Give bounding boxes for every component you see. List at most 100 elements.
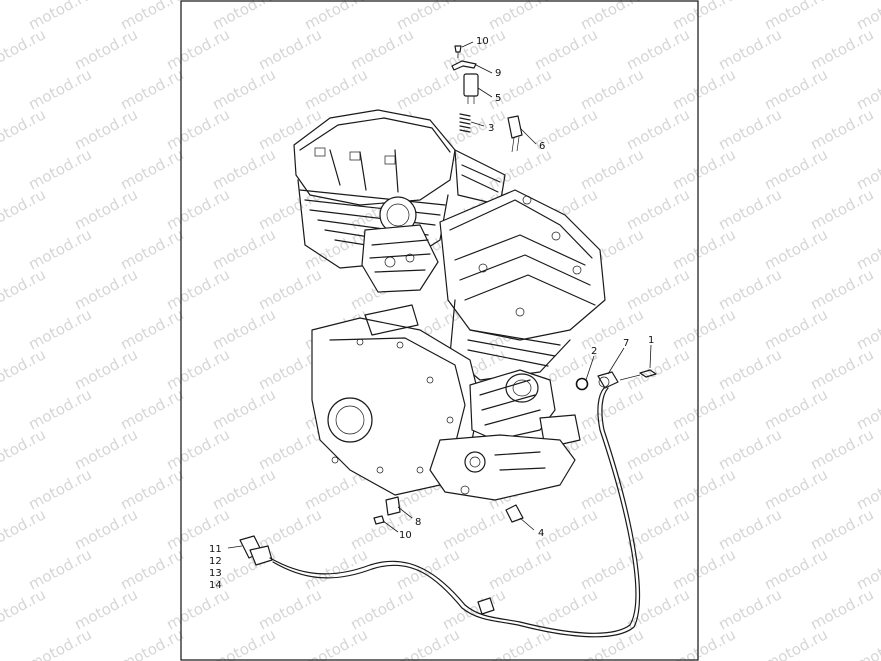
watermark-text: motod.ru: [301, 545, 370, 593]
watermark-text: motod.ru: [669, 145, 738, 193]
watermark-text: motod.ru: [761, 545, 830, 593]
watermark-text: motod.ru: [0, 425, 49, 473]
watermark-text: motod.ru: [0, 345, 49, 393]
watermark-text: motod.ru: [669, 225, 738, 273]
watermark-text: motod.ru: [807, 585, 876, 633]
watermark-text: motod.ru: [71, 265, 140, 313]
watermark-text: motod.ru: [301, 625, 370, 661]
watermark-text: motod.ru: [117, 145, 186, 193]
watermark-text: motod.ru: [71, 105, 140, 153]
watermark-text: motod.ru: [715, 265, 784, 313]
watermark-text: motod.ru: [853, 625, 881, 661]
watermark-text: motod.ru: [531, 25, 600, 73]
watermark-text: motod.ru: [25, 385, 94, 433]
watermark-text: motod.ru: [163, 345, 232, 393]
watermark-text: motod.ru: [761, 145, 830, 193]
callout-labels: 10 9 5 3 6 2 7 1 8 10 4 11 12 13 14: [209, 36, 654, 591]
callout-4: 4: [538, 528, 544, 539]
watermark-text: motod.ru: [807, 25, 876, 73]
watermark-text: motod.ru: [669, 385, 738, 433]
watermark-text: motod.ru: [623, 185, 692, 233]
watermark-text: motod.ru: [163, 425, 232, 473]
watermark-text: motod.ru: [807, 185, 876, 233]
watermark-text: motod.ru: [71, 505, 140, 553]
watermark-text: motod.ru: [71, 585, 140, 633]
watermark-text: motod.ru: [209, 465, 278, 513]
watermark-text: motod.ru: [0, 65, 3, 113]
watermark-text: motod.ru: [669, 545, 738, 593]
watermark-text: motod.ru: [209, 145, 278, 193]
watermark-text: motod.ru: [163, 105, 232, 153]
watermark-text: motod.ru: [117, 225, 186, 273]
watermark-text: motod.ru: [0, 145, 3, 193]
watermark-text: motod.ru: [807, 425, 876, 473]
watermark-text: motod.ru: [0, 185, 49, 233]
watermark-text: motod.ru: [485, 545, 554, 593]
watermark-text: motod.ru: [0, 225, 3, 273]
watermark-text: motod.ru: [669, 65, 738, 113]
watermark-text: motod.ru: [25, 305, 94, 353]
engine-drawing: [293, 109, 606, 501]
watermark-text: motod.ru: [623, 25, 692, 73]
callout-8: 8: [415, 517, 421, 528]
watermark-text: motod.ru: [71, 345, 140, 393]
watermark-text: motod.ru: [0, 105, 49, 153]
watermark-text: motod.ru: [807, 345, 876, 393]
watermark-text: motod.ru: [807, 105, 876, 153]
watermark-text: motod.ru: [623, 105, 692, 153]
watermark-text: motod.ru: [71, 425, 140, 473]
watermark-text: motod.ru: [25, 65, 94, 113]
watermark-text: motod.ru: [623, 345, 692, 393]
watermark-text: motod.ru: [25, 145, 94, 193]
callout-13: 13: [209, 568, 222, 579]
watermark-text: motod.ru: [623, 265, 692, 313]
watermark-text: motod.ru: [255, 585, 324, 633]
watermark-text: motod.ru: [577, 145, 646, 193]
watermark-text: motod.ru: [715, 425, 784, 473]
watermark-text: motod.ru: [255, 265, 324, 313]
watermark-text: motod.ru: [577, 385, 646, 433]
watermark-text: motod.ru: [117, 465, 186, 513]
watermark-text: motod.ru: [71, 25, 140, 73]
watermark-text: motod.ru: [25, 465, 94, 513]
watermark-text: motod.ru: [163, 265, 232, 313]
watermark-text: motod.ru: [0, 385, 3, 433]
watermark-text: motod.ru: [301, 65, 370, 113]
watermark-text: motod.ru: [439, 505, 508, 553]
o-ring: [575, 377, 589, 391]
callout-9: 9: [495, 68, 501, 79]
watermark-text: motod.ru: [0, 505, 49, 553]
callout-5: 5: [495, 93, 501, 104]
watermark-text: motod.ru: [715, 345, 784, 393]
watermark-text: motod.ru: [25, 625, 94, 661]
watermark-text: motod.ru: [715, 185, 784, 233]
watermark-text: motod.ru: [577, 625, 646, 661]
watermark-text: motod.ru: [715, 25, 784, 73]
watermark-text: motod.ru: [0, 0, 3, 34]
watermark-text: motod.ru: [761, 385, 830, 433]
watermark-text: motod.ru: [117, 385, 186, 433]
watermark-text: motod.ru: [209, 65, 278, 113]
callout-11: 11: [209, 544, 222, 555]
watermark-text: motod.ru: [485, 145, 554, 193]
watermark-text: motod.ru: [117, 625, 186, 661]
watermark-text: motod.ru: [807, 505, 876, 553]
watermark-text: motod.ru: [393, 625, 462, 661]
watermark-text: motod.ru: [209, 225, 278, 273]
callout-6: 6: [539, 141, 545, 152]
watermark-text: motod.ru: [163, 185, 232, 233]
watermark-text: motod.ru: [71, 185, 140, 233]
watermark-text: motod.ru: [531, 585, 600, 633]
watermark-text: motod.ru: [393, 545, 462, 593]
watermark-text: motod.ru: [0, 265, 49, 313]
watermark-text: motod.ru: [209, 385, 278, 433]
watermark-text: motod.ru: [25, 545, 94, 593]
small-parts: [239, 45, 657, 638]
watermark-text: motod.ru: [807, 265, 876, 313]
watermark-text: motod.ru: [163, 505, 232, 553]
watermark-text: motod.ru: [715, 505, 784, 553]
watermark-text: motod.ru: [623, 425, 692, 473]
callout-12: 12: [209, 556, 222, 567]
drawing-frame: [180, 0, 699, 661]
